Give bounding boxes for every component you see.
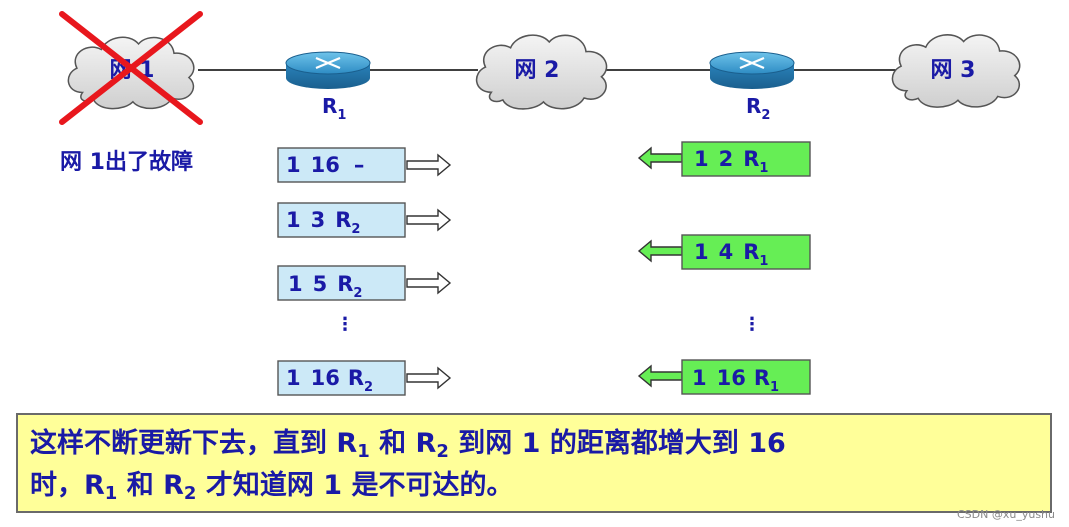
net1-cloud: 网 1 [67,36,195,110]
failure-cross-icon [59,11,203,125]
net1-failure-text: 网 1出了故障 [60,149,193,175]
conclusion-line-1: 这样不断更新下去，直到 R1 和 R2 到网 1 的距离都增大到 16 [30,428,786,462]
r1-label: R1 [322,94,346,123]
right-arrow-icon [406,208,452,232]
conclusion-line-2: 时，R1 和 R2 才知道网 1 是不可达的。 [30,470,514,504]
r2-ellipsis: ⋮ [743,314,761,335]
watermark: CSDN @xu_yushu [957,508,1055,521]
router-icon [285,51,371,89]
left-arrow-icon [637,146,683,170]
r2-label: R2 [746,94,770,123]
right-arrow-icon [406,366,452,390]
right-arrow-icon [406,271,452,295]
net2-label: 网 2 [515,58,560,83]
net2-cloud: 网 2 [475,34,608,110]
net3-cloud: 网 3 [891,33,1021,108]
left-arrow-icon [637,239,683,263]
left-arrow-icon [637,364,683,388]
conclusion-banner: 这样不断更新下去，直到 R1 和 R2 到网 1 的距离都增大到 16 时，R1… [16,413,1052,513]
router-r1: R1 [285,51,371,123]
net3-label: 网 3 [931,58,976,83]
right-arrow-icon [406,153,452,177]
r1-ellipsis: ⋮ [336,314,354,335]
router-icon [709,51,795,89]
router-r2: R2 [709,51,795,123]
